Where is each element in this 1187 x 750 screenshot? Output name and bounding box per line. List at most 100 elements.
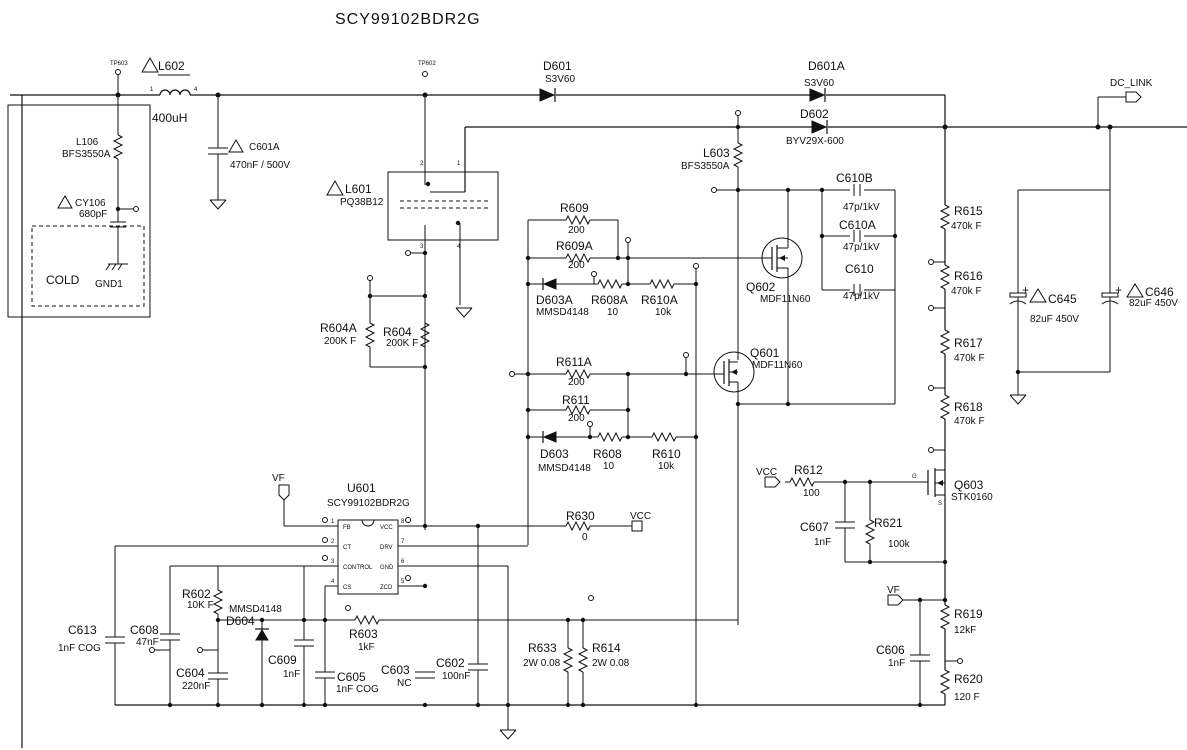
r608a-value: 10 <box>607 307 619 318</box>
u601-part: SCY99102BDR2G <box>327 498 410 509</box>
vf-net-label-left: VF <box>272 473 285 484</box>
c609-ref: C609 <box>268 653 297 667</box>
warning-icon <box>141 56 159 73</box>
svg-text:4: 4 <box>457 244 461 250</box>
r621-value: 100k <box>888 539 911 550</box>
r610-ref: R610 <box>652 447 681 461</box>
c604-ref: C604 <box>176 666 205 680</box>
u601-pinnum-fb: 1 <box>331 519 335 525</box>
l601-transformer <box>387 171 499 241</box>
d601a-ref: D601A <box>808 59 845 73</box>
svg-text:2: 2 <box>420 161 424 167</box>
input-filter-frame <box>7 104 151 318</box>
u601-pin-drv: DRV <box>380 545 393 551</box>
u601-pinnum-drv: 7 <box>401 539 405 545</box>
r615-ref: R615 <box>954 204 983 218</box>
r604a-ref: R604A <box>320 321 357 335</box>
r608a-ref: R608A <box>591 293 628 307</box>
r611a-ref: R611A <box>556 355 592 369</box>
c645-ref: C645 <box>1048 292 1077 306</box>
cold-area-frame <box>31 225 145 307</box>
r608-ref: R608 <box>593 447 622 461</box>
q603-ref: Q603 <box>954 478 984 492</box>
u601-pin-fb: FB <box>343 525 351 531</box>
u601-pin-gnd: GND <box>380 565 394 571</box>
vcc-port-ic <box>631 520 643 532</box>
cy106-value: 680pF <box>79 209 107 220</box>
d603-ref: D603 <box>540 447 569 461</box>
d603a-value: MMSD4148 <box>536 307 589 318</box>
u601-pinnum-vcc: 8 <box>401 519 405 525</box>
u601-pinnum-gnd: 6 <box>401 559 405 565</box>
c645-value: 82uF 450V <box>1030 314 1079 325</box>
r630-ref: R630 <box>566 509 595 523</box>
c610b-value: 47p/1kV <box>843 202 880 213</box>
r614-ref: R614 <box>592 641 621 655</box>
q601-value: MDF11N60 <box>752 360 803 371</box>
q602-ref: Q602 <box>746 280 776 294</box>
l603-ref: L603 <box>703 146 730 160</box>
r619-value: 12kF <box>954 625 976 636</box>
vf-port-right <box>887 594 904 606</box>
dc-link-label: DC_LINK <box>1110 78 1153 89</box>
u601-pin-zcd: ZCD <box>380 585 393 591</box>
vcc-net-label-ic: VCC <box>630 511 651 522</box>
r611-ref: R611 <box>562 393 590 407</box>
r609-ref: R609 <box>560 201 589 215</box>
r610a-value: 10k <box>655 307 672 318</box>
c606-value: 1nF <box>888 658 905 669</box>
l602-ref: L602 <box>158 59 185 73</box>
d601-value: S3V60 <box>545 74 575 85</box>
svg-text:+: + <box>1022 283 1029 297</box>
r604-value: 200K F <box>386 338 418 349</box>
svg-text:3: 3 <box>420 244 424 250</box>
r603-value: 1kF <box>358 642 375 653</box>
c613-ref: C613 <box>68 623 97 637</box>
u601-pinnum-ct: 2 <box>331 539 335 545</box>
c606-ref: C606 <box>876 643 905 657</box>
r602-value: 10K F <box>187 600 214 611</box>
r603-ref: R603 <box>349 627 378 641</box>
u601-pin-vcc: VCC <box>380 525 393 531</box>
d601-ref: D601 <box>543 59 572 73</box>
r620-ref: R620 <box>954 672 983 686</box>
c608-ref: C608 <box>130 623 159 637</box>
c604-value: 220nF <box>182 681 210 692</box>
r616-value: 470k F <box>951 286 982 297</box>
d601-diode <box>539 88 556 102</box>
r621-ref: R621 <box>874 516 903 530</box>
q601-mosfet <box>713 351 755 393</box>
q602-value: MDF11N60 <box>760 294 811 305</box>
gnd1-label: GND1 <box>95 279 123 290</box>
r604-ref: R604 <box>383 325 412 339</box>
c603-value: NC <box>397 678 411 689</box>
d604-diode <box>255 629 269 641</box>
l106-value: BFS3550A <box>62 149 111 160</box>
cold-label: COLD <box>46 273 80 287</box>
u601-pinnum-cs: 4 <box>331 579 335 585</box>
warning-icon <box>1029 288 1047 303</box>
r615-value: 470k F <box>951 221 982 232</box>
vf-port-left <box>278 484 290 501</box>
d603-diode <box>542 431 557 443</box>
l601-ref: L601 <box>345 182 372 196</box>
warning-icon <box>228 139 244 153</box>
svg-text:+: + <box>1115 283 1122 297</box>
l602-inductor <box>159 89 191 96</box>
l603-value: BFS3550A <box>681 161 730 172</box>
vcc-net-label: VCC <box>756 467 777 478</box>
dc-link-port <box>1125 91 1142 103</box>
u601-ref: U601 <box>347 481 376 495</box>
r612-value: 100 <box>803 488 820 499</box>
r602-ref: R602 <box>182 587 211 601</box>
c608-value: 47nF <box>136 637 159 648</box>
d604-ref: D604 <box>226 614 255 628</box>
c609-value: 1nF <box>283 669 300 680</box>
r618-value: 470k F <box>954 416 985 427</box>
u601-pinnum-zcd: 5 <box>401 579 405 585</box>
r618-ref: R618 <box>954 400 983 414</box>
u601-pinnum-control: 3 <box>331 559 335 565</box>
c607-value: 1nF <box>814 537 831 548</box>
c602-ref: C602 <box>436 656 465 670</box>
